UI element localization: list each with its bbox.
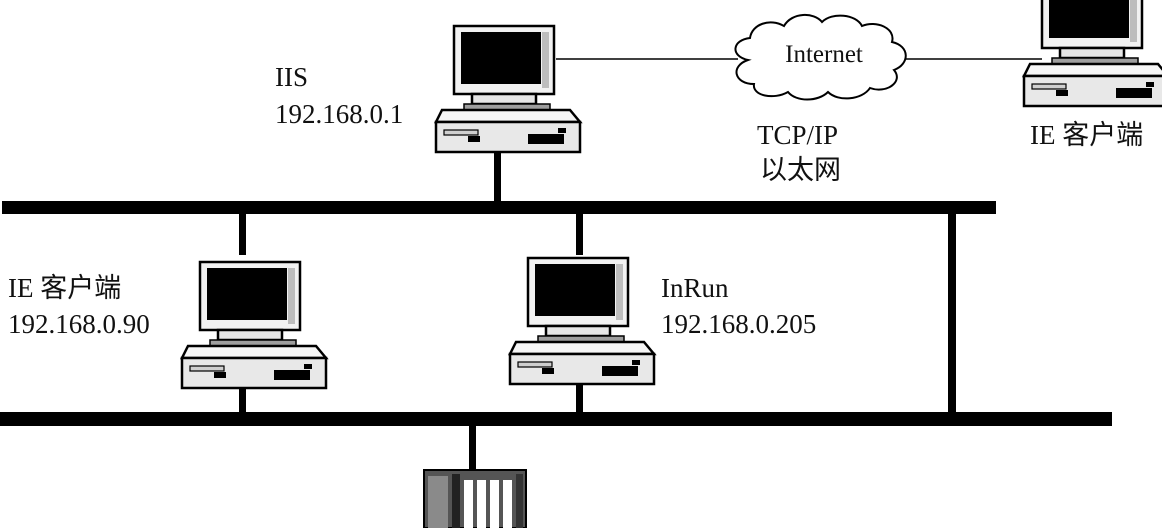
local-client-ip-label: 192.168.0.90 [8,309,150,339]
internet-label: Internet [785,41,863,68]
local-client-label: IE 客户端 [8,273,121,303]
inrun-ip-label: 192.168.0.205 [661,309,816,339]
iis-drop-line [494,134,501,202]
remote-client-computer [1022,0,1162,108]
client-upper-drop [239,213,246,255]
iis-server-computer [434,24,582,154]
bus-link-line [948,213,956,413]
plc-rack [423,469,527,528]
ethernet-label: 以太网 [760,155,841,185]
local-client-computer [180,260,328,390]
lower-bus [0,412,1112,426]
iis-ip-label: 192.168.0.1 [275,99,403,129]
inrun-lower-drop [576,368,583,413]
upper-bus [2,201,996,214]
inrun-upper-drop [576,213,583,255]
inrun-name-label: InRun [661,273,729,303]
plc-drop-line [469,426,476,470]
inrun-computer [508,256,656,386]
protocol-label: TCP/IP [757,120,838,150]
internet-cloud [734,14,907,101]
remote-client-label: IE 客户端 [1030,120,1143,150]
client-lower-drop [239,372,246,413]
iis-name-label: IIS [275,62,308,92]
